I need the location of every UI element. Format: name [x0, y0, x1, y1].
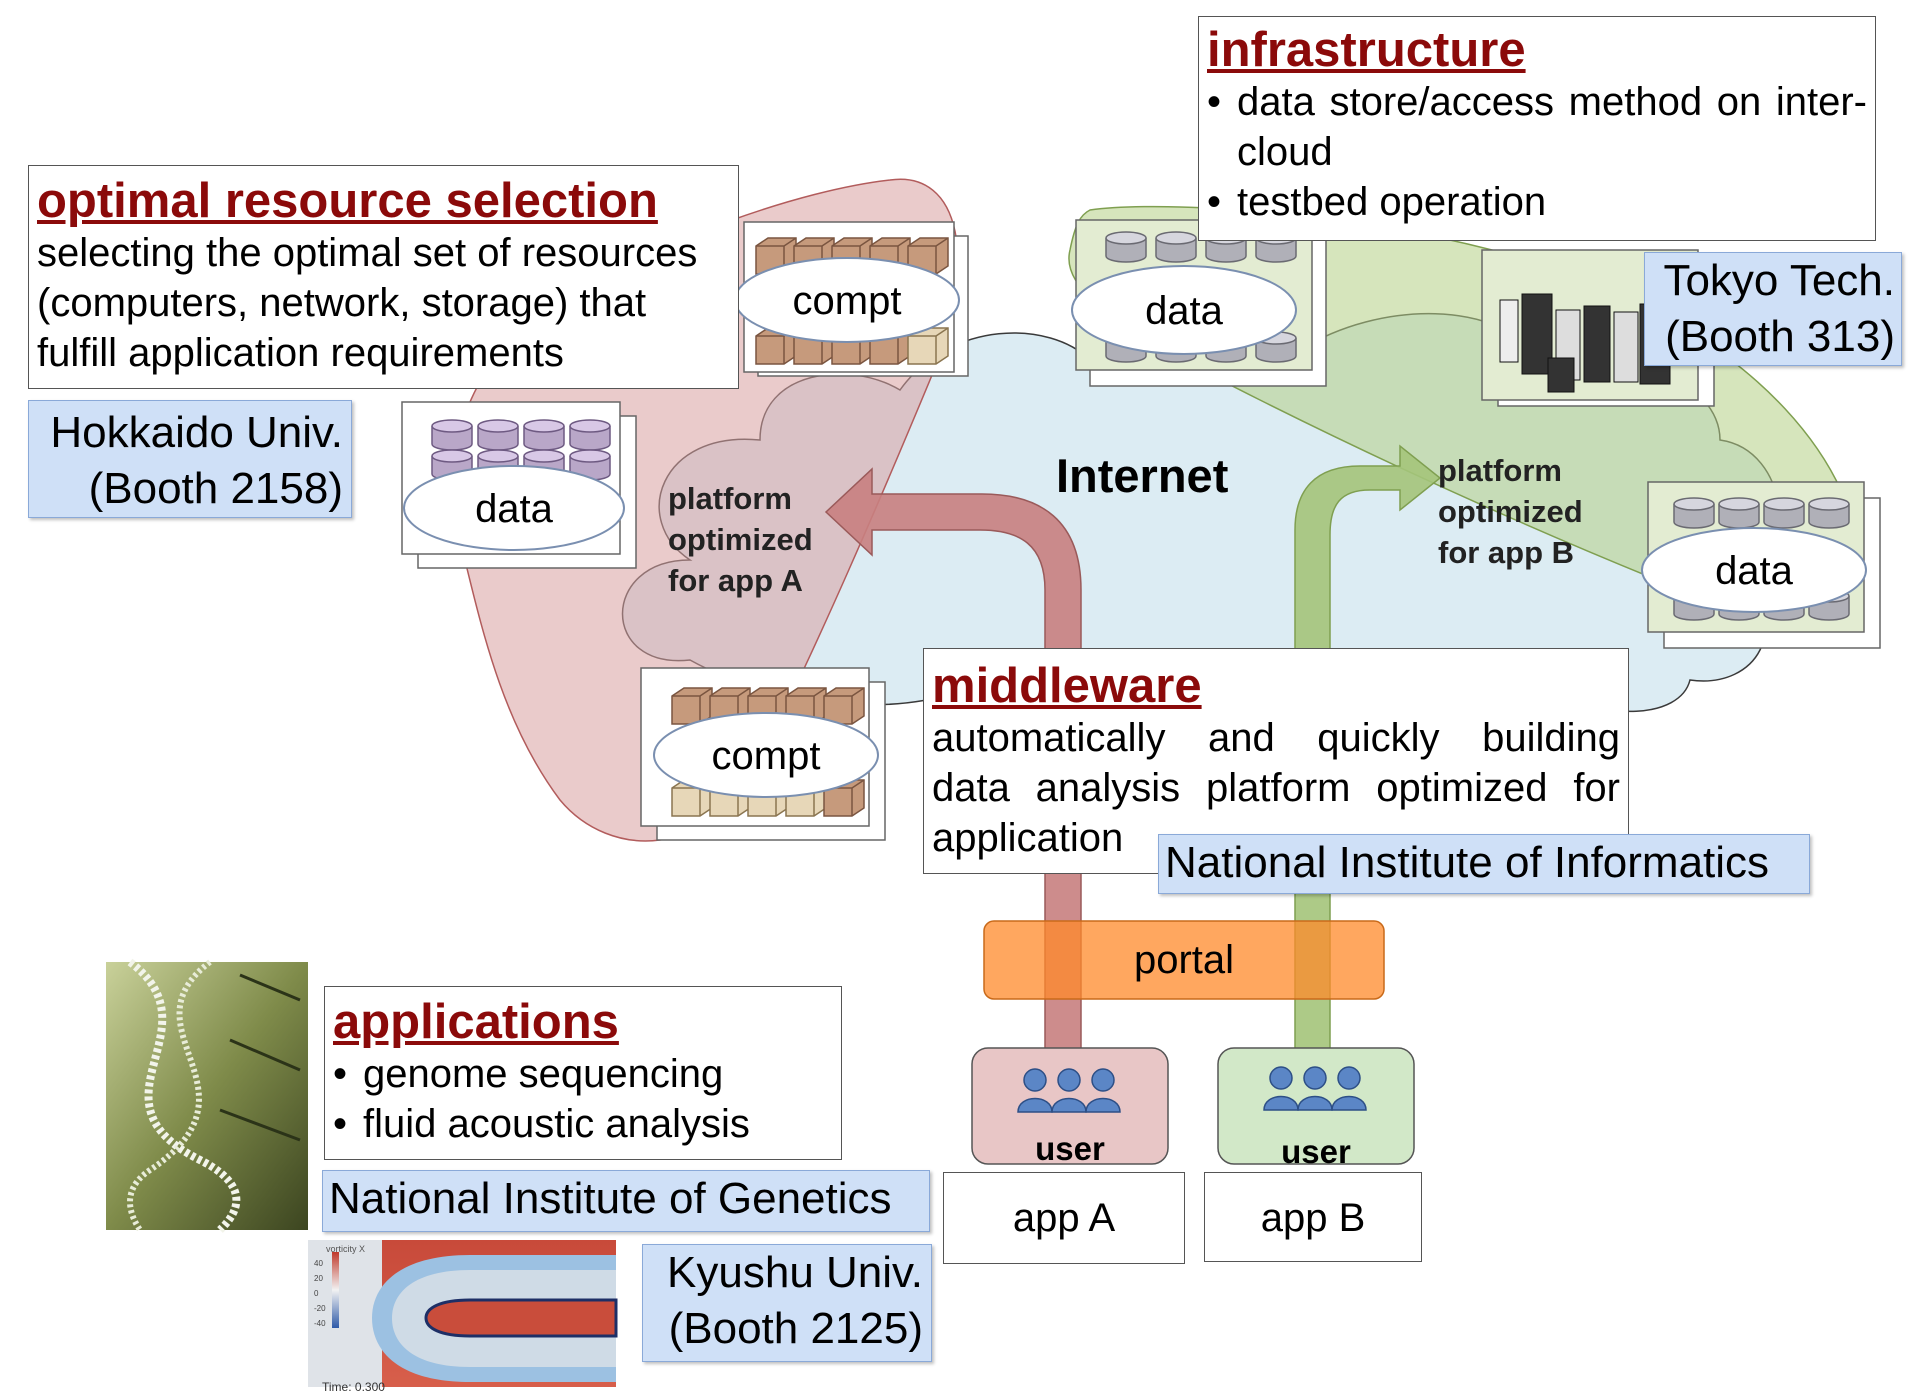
data-label-top: data: [1145, 289, 1224, 333]
platform-b-line: platform: [1438, 453, 1562, 488]
infrastructure-bullet: • testbed operation: [1207, 180, 1547, 224]
legend-tick: -40: [314, 1319, 326, 1328]
legend-tick: 0: [314, 1289, 319, 1298]
middleware-heading: middleware: [932, 659, 1202, 713]
legend-tick: 20: [314, 1274, 323, 1283]
app-b-box[interactable]: app B: [1204, 1172, 1422, 1262]
sim-legend-ticks: 40 20 0 -20 -40: [314, 1256, 326, 1331]
simulation-image: [308, 1240, 618, 1387]
optimal-resource-box: optimal resource selection selecting the…: [28, 165, 739, 389]
institute-nii: National Institute of Informatics: [1158, 834, 1810, 894]
data-label-left: data: [475, 487, 554, 531]
app-a-box[interactable]: app A: [943, 1172, 1185, 1264]
user-group-icon: [1017, 1068, 1121, 1113]
data-label-right: data: [1715, 549, 1794, 593]
sim-legend-title: vorticity X: [326, 1244, 366, 1254]
compt-label-bottom: compt: [712, 734, 821, 778]
data-node-left: data: [401, 401, 637, 569]
internet-label: Internet: [1056, 449, 1229, 502]
platform-a-line: platform: [668, 481, 792, 516]
legend-tick: -20: [314, 1304, 326, 1313]
platform-a-line: optimized: [668, 522, 813, 557]
institute-hokkaido: Hokkaido Univ. (Booth 2158): [28, 400, 352, 518]
applications-heading: applications: [333, 995, 619, 1049]
platform-b-line: optimized: [1438, 494, 1583, 529]
institute-name: Kyushu Univ.: [667, 1248, 923, 1297]
sim-time-label: Time: 0.300: [322, 1380, 385, 1394]
compute-node-top: compt: [734, 221, 969, 377]
infrastructure-box: infrastructure • data store/access metho…: [1198, 16, 1876, 241]
institute-booth: (Booth 2125): [668, 1304, 923, 1353]
optimal-resource-text: selecting the optimal set of resources (…: [37, 231, 698, 375]
institute-tokyo-tech: Tokyo Tech. (Booth 313): [1644, 252, 1902, 366]
infrastructure-bullet: • data store/access method on inter-clou…: [1207, 80, 1867, 174]
applications-bullet: •fluid acoustic analysis: [333, 1102, 750, 1146]
institute-kyushu: Kyushu Univ. (Booth 2125): [642, 1244, 932, 1362]
institute-name: Hokkaido Univ.: [50, 408, 343, 457]
dna-image: [106, 958, 308, 1233]
middleware-text-line: application: [932, 816, 1124, 860]
infrastructure-heading: infrastructure: [1207, 23, 1526, 77]
applications-bullet: •genome sequencing: [333, 1052, 724, 1096]
institute-nig: National Institute of Genetics: [322, 1170, 930, 1232]
compt-label-top: compt: [793, 279, 902, 323]
platform-b-label: platform optimized for app B: [1438, 450, 1583, 573]
platform-a-label: platform optimized for app A: [668, 478, 813, 601]
data-node-right: data: [1641, 481, 1881, 649]
institute-name: National Institute of Informatics: [1165, 838, 1770, 887]
platform-a-line: for app A: [668, 563, 803, 598]
compute-node-bottom: compt: [640, 667, 886, 841]
legend-tick: 40: [314, 1259, 323, 1268]
user-group-icon: [1263, 1066, 1367, 1111]
portal-bar[interactable]: [983, 920, 1385, 1000]
user-label-a: user: [1035, 1130, 1105, 1167]
user-label-b: user: [1281, 1133, 1351, 1170]
institute-name: National Institute of Genetics: [329, 1174, 892, 1223]
applications-box: applications •genome sequencing •fluid a…: [324, 986, 842, 1160]
data-node-top: data: [1071, 219, 1327, 387]
middleware-text-line: data analysis platform optimized for: [932, 766, 1620, 810]
institute-booth: (Booth 313): [1665, 312, 1895, 361]
middleware-text-line: automatically and quickly building: [932, 716, 1620, 760]
portal-label: portal: [1134, 938, 1234, 982]
institute-booth: (Booth 2158): [88, 464, 343, 513]
platform-b-line: for app B: [1438, 535, 1575, 570]
institute-name: Tokyo Tech.: [1663, 256, 1895, 305]
optimal-resource-heading: optimal resource selection: [37, 174, 658, 228]
